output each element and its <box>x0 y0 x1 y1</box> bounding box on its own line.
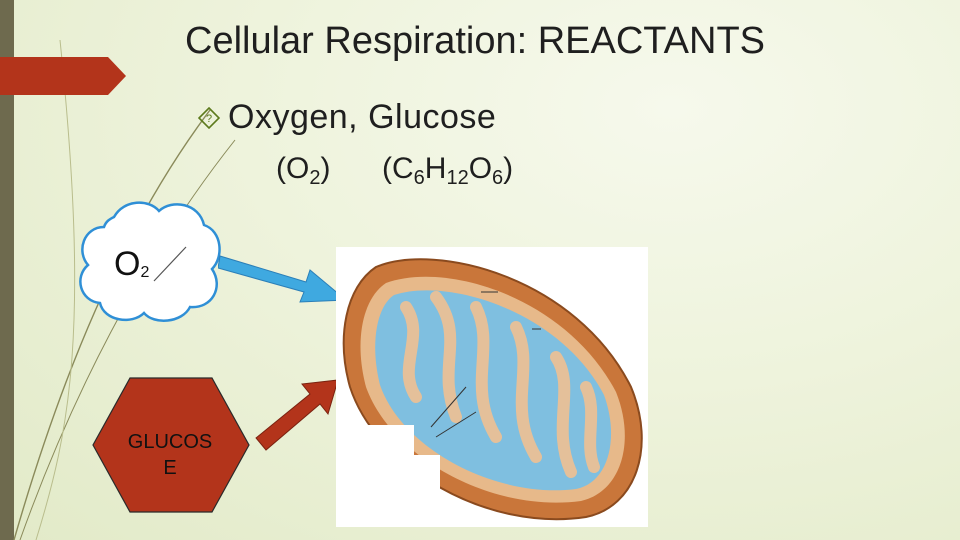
slide-title: Cellular Respiration: REACTANTS <box>185 20 766 62</box>
oxygen-cloud-shape <box>79 201 221 322</box>
blank-label-box <box>336 455 440 527</box>
oxygen-formula-prefix: (O <box>276 152 310 185</box>
oxygen-cloud-label-text: O <box>114 245 141 283</box>
red-tab-shape <box>0 57 126 95</box>
decorative-curves <box>13 39 236 540</box>
glucose-formula-part: ) <box>503 152 514 185</box>
glucose-formula: (C6H12O6) <box>382 152 513 190</box>
left-accent-bar <box>0 0 14 540</box>
oxygen-formula-sub: 2 <box>309 167 321 189</box>
bullet-item: ? Oxygen, Glucose <box>198 98 496 137</box>
glucose-formula-part: O <box>468 152 493 185</box>
oxygen-cloud-label: O2 <box>114 245 149 284</box>
blue-arrow <box>218 255 348 303</box>
diamond-question-icon: ? <box>198 106 220 129</box>
red-arrow <box>255 379 339 451</box>
glucose-formula-sub: 6 <box>492 167 504 189</box>
oxygen-formula-suffix: ) <box>320 152 331 185</box>
glucose-hexagon-label: GLUCOS E <box>100 429 240 481</box>
glucose-formula-part: (C <box>382 152 414 185</box>
svg-text:?: ? <box>206 113 212 125</box>
glucose-formula-sub: 12 <box>446 167 469 189</box>
glucose-label-line2: E <box>163 457 177 479</box>
oxygen-formula: (O2) <box>276 152 330 190</box>
bullet-text: Oxygen, Glucose <box>228 98 497 136</box>
glucose-hexagon-shape <box>92 377 250 513</box>
glucose-formula-sub: 6 <box>413 167 425 189</box>
oxygen-cloud-label-sub: 2 <box>140 264 150 281</box>
glucose-label-line1: GLUCOS <box>127 431 213 453</box>
glucose-formula-part: H <box>424 152 447 185</box>
